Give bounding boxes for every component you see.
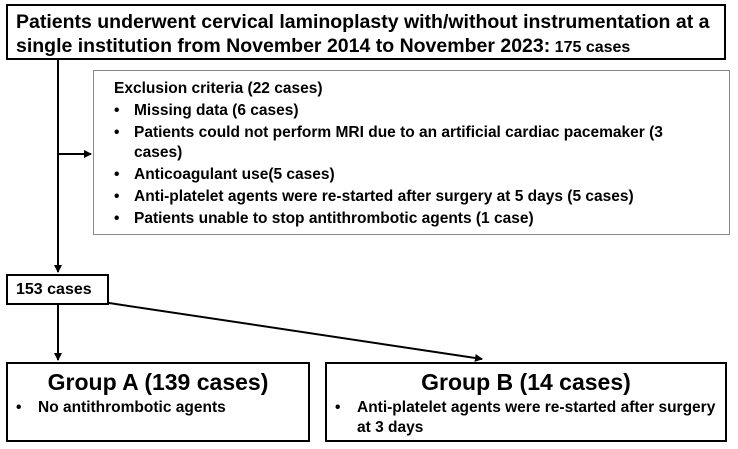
exclusion-criteria-box: Exclusion criteria (22 cases) Missing da… bbox=[93, 70, 730, 235]
source-population-text: Patients underwent cervical laminoplasty… bbox=[16, 11, 710, 57]
exclusion-item: Patients could not perform MRI due to an… bbox=[114, 123, 715, 163]
group-a-list: No antithrombotic agents bbox=[16, 398, 300, 418]
group-a-item: No antithrombotic agents bbox=[16, 398, 300, 418]
group-b-list: Anti-platelet agents were re-started aft… bbox=[335, 398, 717, 438]
source-population-count: 175 cases bbox=[550, 39, 631, 56]
included-cases-label: 153 cases bbox=[16, 281, 92, 298]
included-cases-box: 153 cases bbox=[6, 274, 109, 305]
group-b-item: Anti-platelet agents were re-started aft… bbox=[335, 398, 717, 438]
exclusion-title: Exclusion criteria (22 cases) bbox=[114, 80, 323, 97]
exclusion-item: Anti-platelet agents were re-started aft… bbox=[114, 187, 715, 207]
group-a-box: Group A (139 cases) No antithrombotic ag… bbox=[6, 362, 310, 442]
exclusion-item: Patients unable to stop antithrombotic a… bbox=[114, 209, 715, 229]
group-b-box: Group B (14 cases) Anti-platelet agents … bbox=[325, 362, 727, 442]
exclusion-item: Anticoagulant use(5 cases) bbox=[114, 165, 715, 185]
source-population-box: Patients underwent cervical laminoplasty… bbox=[6, 4, 726, 60]
arrow-to-group-b bbox=[108, 302, 483, 362]
exclusion-list: Missing data (6 cases) Patients could no… bbox=[114, 101, 715, 229]
group-b-title: Group B (14 cases) bbox=[421, 369, 631, 395]
exclusion-item: Missing data (6 cases) bbox=[114, 101, 715, 121]
group-a-title: Group A (139 cases) bbox=[47, 369, 269, 395]
